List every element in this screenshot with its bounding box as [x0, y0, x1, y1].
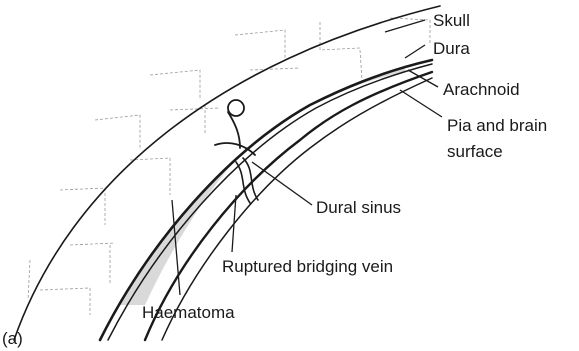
- leader-dura: [405, 45, 425, 58]
- dural-sinus-loop: [228, 100, 244, 116]
- leader-skull: [385, 20, 425, 32]
- label-dura: Dura: [433, 39, 470, 58]
- label-skull: Skull: [433, 11, 470, 30]
- label-haematoma: Haematoma: [142, 303, 235, 322]
- leader-dural-sinus: [252, 162, 312, 205]
- label-arachnoid: Arachnoid: [443, 80, 520, 99]
- label-ruptured-bridging-vein: Ruptured bridging vein: [222, 257, 393, 276]
- panel-label: (a): [2, 329, 23, 348]
- label-pia-line1: Pia and brain: [447, 116, 547, 135]
- label-pia-line2: surface: [447, 142, 503, 161]
- label-dural-sinus: Dural sinus: [316, 198, 401, 217]
- skull-inner-edge: [14, 6, 440, 340]
- leader-pia: [400, 90, 442, 117]
